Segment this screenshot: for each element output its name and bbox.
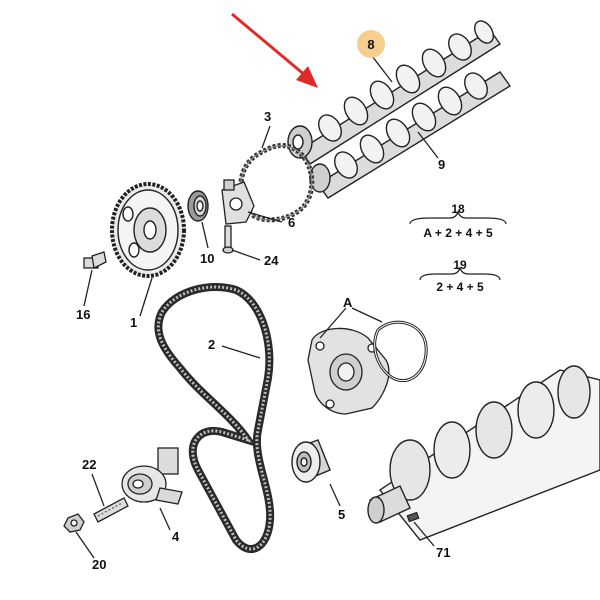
pump-gasket [373,320,428,383]
stud-22 [93,497,129,523]
callout-5: 5 [338,507,346,522]
camshaft-lower [309,71,512,199]
leader-lines [75,55,439,559]
callout-A: A [343,295,353,310]
callout-8-badge: 8 [357,30,385,58]
group-18-formula: A + 2 + 4 + 5 [423,226,493,240]
callout-2: 2 [208,337,216,352]
bolt-16 [83,251,107,269]
group-19-number: 19 [453,258,467,272]
group-19-formula: 2 + 4 + 5 [436,280,484,294]
nut-20 [63,513,85,533]
group-18-number: 18 [451,202,465,216]
callout-6: 6 [288,215,296,230]
belt-tensioner [121,447,183,505]
callout-16: 16 [76,307,91,322]
water-pump [307,327,390,415]
group-18: 18 [408,202,508,216]
callout-22: 22 [82,457,97,472]
callout-4: 4 [172,529,180,544]
bolt-24 [222,225,234,254]
camshaft-upper [287,20,502,165]
callout-10: 10 [200,251,215,266]
red-arrow-icon [231,12,318,88]
crankshaft [367,365,600,541]
sprocket-hub [187,190,209,222]
crankshaft-key [406,511,420,523]
callout-1: 1 [130,315,138,330]
idler-roller [291,439,331,483]
callout-8: 8 [367,36,375,52]
callout-24: 24 [264,253,279,268]
timing-belt [154,283,275,553]
callout-71: 71 [436,545,451,560]
camshaft-pulley [110,182,186,278]
callout-20: 20 [92,557,107,572]
formula-braces [409,210,507,281]
callout-9: 9 [438,157,446,172]
group-19: 19 [410,258,510,272]
callout-3: 3 [264,109,272,124]
chain-tensioner [221,179,255,225]
